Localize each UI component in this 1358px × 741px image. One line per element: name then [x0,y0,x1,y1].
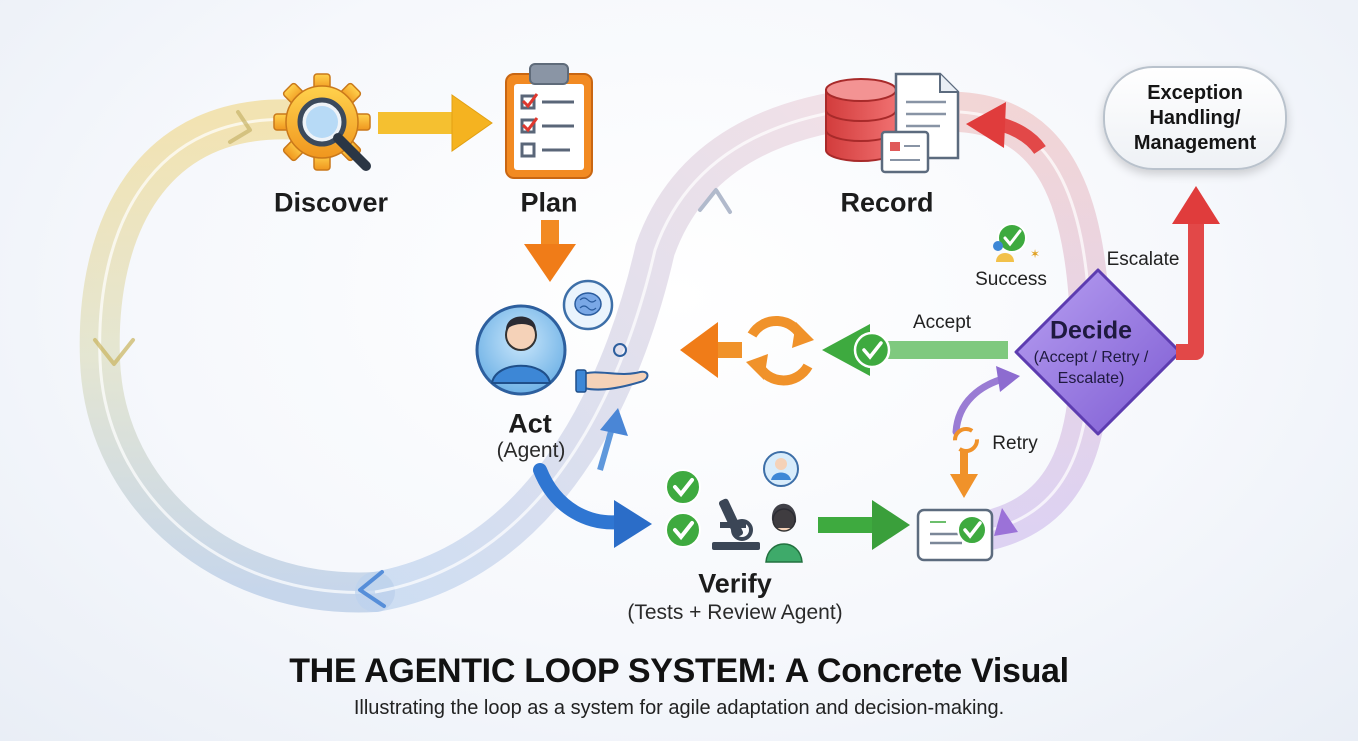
diagram-subtitle: Illustrating the loop as a system for ag… [353,697,1005,719]
decide-diamond [1014,268,1182,436]
plan-to-act-arrow [524,220,576,282]
document-stack-icon [880,72,960,174]
escalate-arrow [1172,186,1220,360]
clipboard-checklist-icon [505,63,593,179]
svg-text:✶: ✶ [1030,247,1040,261]
plan-label: Plan [520,187,578,218]
verify-check-icon-bottom [665,512,701,548]
agent-person-icon [475,304,567,396]
verify-check-icon-top [665,469,701,505]
act-to-verify-arrow [533,463,652,548]
verify-label: Verify [698,568,772,599]
success-label: Success [975,269,1047,290]
act-label: Act [508,408,552,439]
result-document-icon [916,508,994,562]
accept-arrow [822,324,1008,376]
reviewer-person-icon [765,503,803,563]
database-icon [825,78,897,162]
discover-label: Discover [273,187,389,218]
review-agent-avatar-icon [763,451,799,487]
decide-label: Decide [1050,316,1132,345]
discover-to-plan-arrow [378,94,493,152]
diagram-title: THE AGENTIC LOOP SYSTEM: A Concrete Visu… [289,652,1069,690]
result-to-loop-purple-arrow [994,508,1018,536]
loop-to-record-arrow [966,102,1046,155]
retry-arrow-up [952,366,1020,436]
act-sublabel: (Agent) [496,439,566,462]
retry-cycle-icon [953,427,979,453]
brain-icon [562,279,614,331]
retry-label: Retry [992,433,1038,454]
center-cross-inner-line [374,106,861,594]
accept-label: Accept [912,312,972,333]
cross-band-up-arrow [597,408,628,471]
record-label: Record [840,187,934,218]
loop-chevrons [93,110,732,608]
verify-to-result-arrow [818,500,910,550]
decide-sublabel: (Accept / Retry / Escalate) [1033,349,1149,387]
left-loop-inner-line [98,117,376,594]
exception-handling-label: Exception Handling/ Management [1133,81,1257,154]
hand-icon [575,343,649,393]
success-person-icon: ✶ [993,223,1040,262]
escalate-label: Escalate [1106,249,1180,270]
cycle-to-act-arrow [680,322,742,378]
gear-magnifier-icon [273,73,371,171]
verify-sublabel: (Tests + Review Agent) [627,601,843,624]
retry-arrow-down [950,450,978,498]
microscope-icon [712,498,760,550]
exception-handling-bubble: Exception Handling/ Management [1103,66,1287,170]
cycle-arrows-icon [746,316,814,386]
